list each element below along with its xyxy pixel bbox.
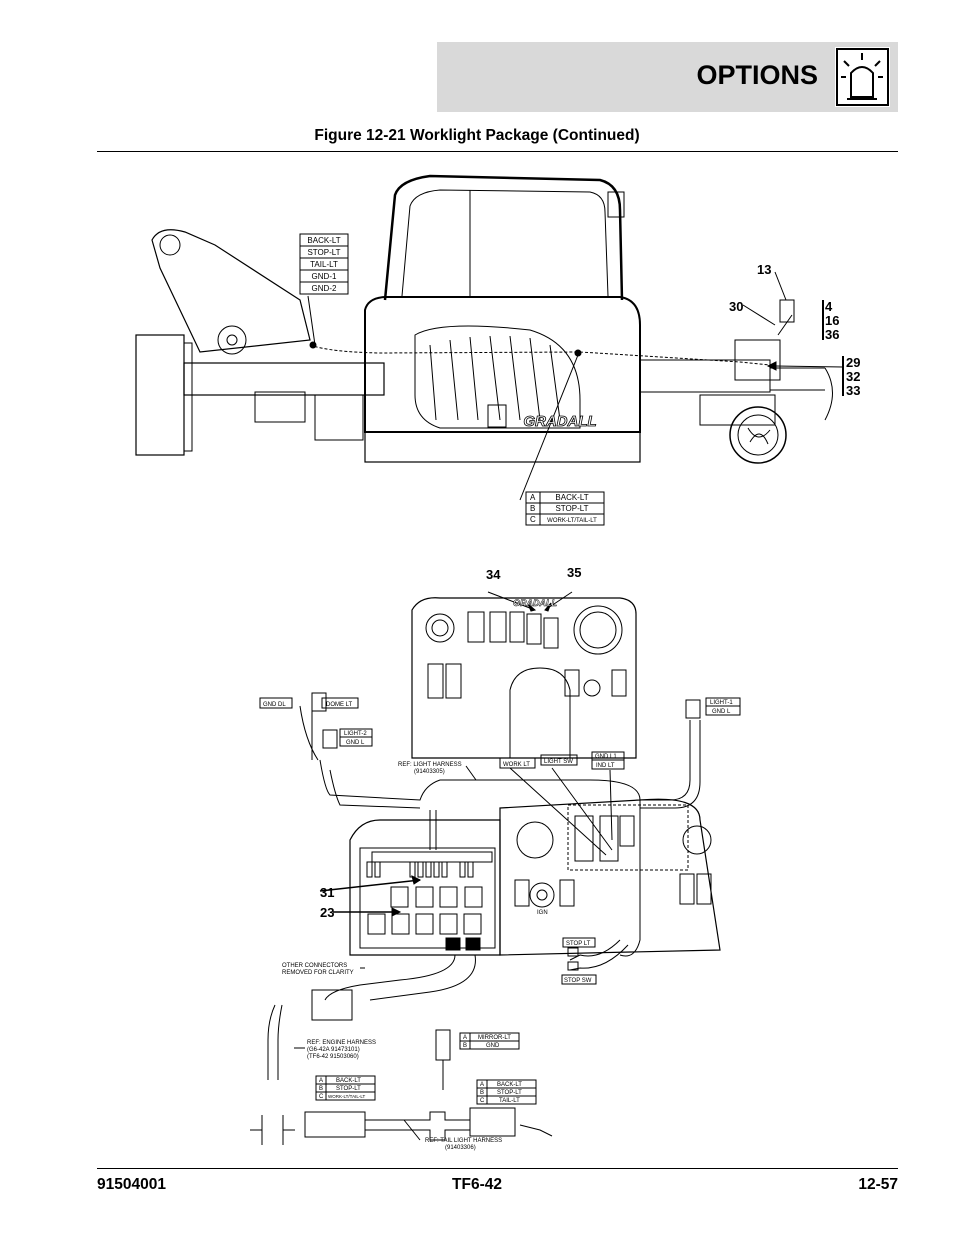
- pin-label: BACK-LT: [555, 493, 588, 502]
- pin-label: STOP-LT: [336, 1086, 361, 1092]
- callout-30: 30: [729, 299, 743, 314]
- footer-part-number: 91504001: [97, 1176, 166, 1193]
- callout-16: 16: [825, 313, 839, 328]
- pin-label: STOP-LT: [497, 1090, 522, 1096]
- pin-letter: A: [463, 1035, 467, 1041]
- brand-logo: GRADALL: [523, 413, 596, 430]
- wire-label: TAIL-LT: [310, 260, 338, 269]
- pin-label: WORK-LT/TAIL-LT: [328, 1094, 366, 1099]
- label-engine-g6: (G6-42A 91473101): [307, 1047, 360, 1053]
- footer-model: TF6-42: [452, 1176, 502, 1193]
- light-harness: [299, 700, 701, 971]
- label-ref-tail-harness-pn: (91403306): [445, 1145, 476, 1151]
- pin-label: GND: [486, 1043, 500, 1049]
- section-title: OPTIONS: [696, 60, 818, 90]
- label-ref-light-harness: REF: LIGHT HARNESS: [398, 762, 462, 768]
- callout-29: 29: [846, 355, 860, 370]
- label-ref-engine-harness: REF: ENGINE HARNESS: [307, 1040, 376, 1046]
- label-stop-lt: STOP LT: [566, 941, 591, 947]
- label-stop-sw: STOP SW: [564, 978, 592, 984]
- wire-label: GND-2: [312, 284, 337, 293]
- pin-label: BACK-LT: [336, 1078, 361, 1084]
- wire-label-table: [299, 233, 349, 295]
- pin-label: BACK-LT: [497, 1082, 522, 1088]
- instrument-panel: [411, 591, 637, 759]
- callout-23: 23: [320, 905, 334, 920]
- pin-letter: C: [480, 1098, 485, 1104]
- callout-31: 31: [320, 885, 334, 900]
- callout-13: 13: [757, 262, 771, 277]
- label-gnd-l1: GND L1: [595, 754, 617, 760]
- label-removed-for-clarity: REMOVED FOR CLARITY: [282, 970, 354, 976]
- pin-letter: A: [530, 493, 536, 502]
- callout-32: 32: [846, 369, 860, 384]
- label-engine-tf6: (TF6-42 91503060): [307, 1054, 359, 1060]
- wire-label: STOP-LT: [307, 248, 340, 257]
- label-light-sw: LIGHT SW: [544, 759, 573, 765]
- wire-label: GND-1: [312, 272, 337, 281]
- pin-letter: B: [530, 504, 535, 513]
- callout-33: 33: [846, 383, 860, 398]
- pin-label: STOP-LT: [555, 504, 588, 513]
- engine-tail-harness: [250, 954, 553, 1145]
- panel-brand-logo: GRADALL: [513, 598, 557, 608]
- section-banner: OPTIONS: [437, 42, 898, 112]
- pin-letter: B: [463, 1043, 467, 1049]
- label-light-1: LIGHT-1: [710, 700, 733, 706]
- label-ref-tail-harness: REF: TAIL LIGHT HARNESS: [425, 1138, 502, 1144]
- label-gnd-l: GND L: [346, 740, 365, 746]
- label-dome-lt: DOME LT: [326, 702, 353, 708]
- callout-34: 34: [486, 567, 501, 582]
- pin-letter: B: [480, 1090, 484, 1096]
- label-other-connectors: OTHER CONNECTORS: [282, 963, 347, 969]
- pin-letter: B: [319, 1086, 323, 1092]
- footer-page-number: 12-57: [858, 1176, 898, 1193]
- label-ref-light-harness-pn: (91403305): [414, 769, 445, 775]
- pin-letter: A: [480, 1082, 484, 1088]
- label-work-lt: WORK LT: [503, 762, 530, 768]
- header-rule: [97, 151, 898, 152]
- callout-35: 35: [567, 565, 581, 580]
- machine-side-view: [135, 174, 844, 501]
- pin-label: WORK-LT/TAIL-LT: [547, 518, 597, 524]
- worklight-icon: [835, 47, 890, 107]
- pin-letter: C: [530, 515, 536, 524]
- pin-label: TAIL-LT: [499, 1098, 520, 1104]
- label-ind-lt: IND LT: [596, 763, 615, 769]
- pin-label: MIRROR-LT: [478, 1035, 511, 1041]
- callout-4: 4: [825, 299, 833, 314]
- callout-36: 36: [825, 327, 839, 342]
- label-light-2: LIGHT-2: [344, 731, 367, 737]
- label-gnd-l: GND L: [712, 709, 731, 715]
- wire-label: BACK-LT: [307, 236, 340, 245]
- pin-letter: A: [319, 1078, 323, 1084]
- connector-pin-table: [525, 491, 605, 526]
- label-gnd-dl: GND DL: [263, 702, 286, 708]
- label-ign: IGN: [537, 910, 548, 916]
- footer-rule: [97, 1168, 898, 1169]
- side-console: [499, 767, 721, 956]
- pin-letter: C: [319, 1094, 324, 1100]
- figure-title: Figure 12-21 Worklight Package (Continue…: [314, 127, 640, 144]
- fuse-relay-panel: [319, 819, 501, 956]
